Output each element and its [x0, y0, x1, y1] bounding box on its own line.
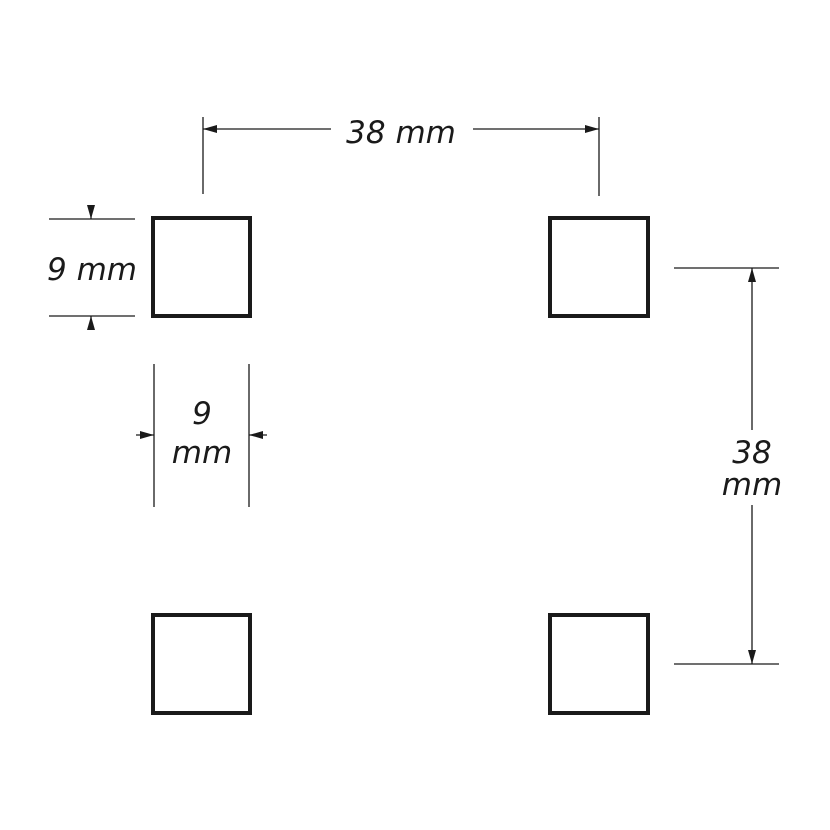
- square-top-left: [151, 216, 252, 318]
- right-spacing-unit-label: mm: [722, 467, 782, 503]
- width-unit-label: mm: [172, 435, 232, 471]
- arrow-up-icon: [87, 316, 95, 330]
- arrow-right-icon: [585, 125, 599, 133]
- arrow-left-icon: [203, 125, 217, 133]
- square-top-right: [548, 216, 650, 318]
- top-spacing-label: 38 mm: [346, 115, 456, 151]
- arrow-left-icon: [249, 431, 263, 439]
- square-bottom-left: [151, 613, 252, 715]
- right-spacing-value-label: 38: [732, 435, 771, 471]
- arrow-down-icon: [748, 650, 756, 664]
- width-dimension: 9 mm: [136, 364, 267, 507]
- arrow-down-icon: [87, 205, 95, 219]
- side-height-dimension: 9 mm: [47, 205, 137, 330]
- width-value-label: 9: [192, 396, 212, 432]
- square-bottom-right: [548, 613, 650, 715]
- arrow-up-icon: [748, 268, 756, 282]
- arrow-right-icon: [140, 431, 154, 439]
- side-height-label: 9 mm: [47, 252, 137, 288]
- top-spacing-dimension: 38 mm: [202, 115, 600, 196]
- right-spacing-dimension: 38 mm: [674, 267, 782, 665]
